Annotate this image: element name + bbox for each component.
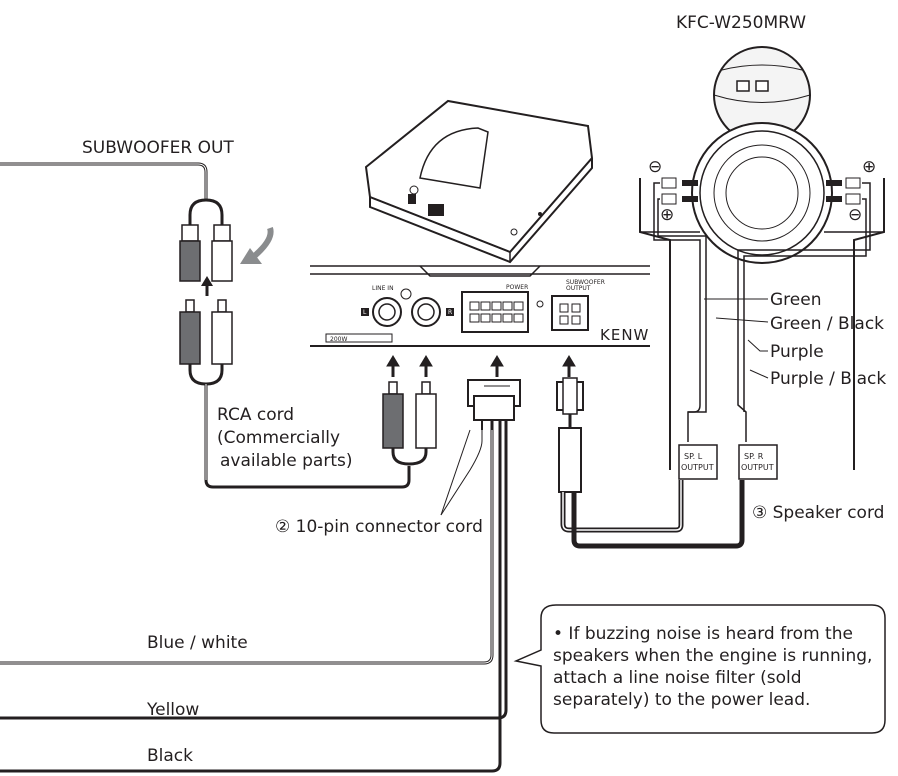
- rca-cord-label-1: RCA cord: [217, 405, 294, 425]
- l-label: L: [363, 309, 367, 316]
- sp-r-label-2: OUTPUT: [741, 463, 774, 472]
- sp-r-box: SP. R OUTPUT: [738, 444, 778, 480]
- speaker-cord-plug: [556, 377, 745, 549]
- note-callout: [513, 604, 886, 734]
- ten-pin-plug: [440, 379, 521, 516]
- wire-purple-label: Purple: [770, 342, 824, 362]
- lead-blue-white-label: Blue / white: [147, 633, 248, 653]
- line-in-label: LINE IN: [372, 285, 394, 292]
- sp-r-label-1: SP. R: [744, 452, 764, 461]
- model-label: KFC-W250MRW: [676, 13, 806, 33]
- lead-wires-inner: [0, 163, 493, 664]
- power-connector: [461, 291, 529, 333]
- sub-output-label-1: SUBWOOFER: [566, 279, 605, 286]
- unit-front-panel: LINE IN L R 200W POWER SUBWOOFER OUTPUT: [310, 265, 650, 347]
- note-text: • If buzzing noise is heard from the spe…: [553, 624, 873, 710]
- rca-plugs-line-in: [382, 381, 437, 466]
- wire-purple-black-label: Purple / Black: [770, 369, 886, 389]
- minus-left-icon: ⊖: [648, 157, 662, 177]
- speaker-cord-label: ③ Speaker cord: [752, 503, 884, 523]
- rca-plugs-bottom: [179, 299, 411, 489]
- sp-l-label-1: SP. L: [684, 452, 703, 461]
- minus-right-icon: ⊖: [848, 205, 862, 225]
- sp-l-label-2: OUTPUT: [681, 463, 714, 472]
- speaker-terminals: ⊖ ⊕ ⊕ ⊖: [648, 157, 876, 225]
- install-arrow: [240, 227, 274, 264]
- amplifier-unit: [364, 99, 594, 264]
- speaker-wires: [653, 182, 871, 442]
- r-label: R: [448, 309, 452, 316]
- connector-cord-label: ② 10-pin connector cord: [275, 517, 483, 537]
- brand-text: KENW: [600, 326, 649, 344]
- rca-cord-label-3: available parts): [220, 451, 353, 471]
- sub-output-label-2: OUTPUT: [566, 285, 591, 292]
- leader-lines: [440, 298, 769, 516]
- rca-plugs-top: [179, 198, 233, 282]
- lead-black-label: Black: [147, 746, 193, 766]
- subwoofer-out-label: SUBWOOFER OUT: [82, 138, 234, 158]
- power-label: POWER: [506, 284, 528, 291]
- speaker-unit: [639, 46, 885, 470]
- plug-arrows: [386, 355, 576, 377]
- wire-green-label: Green: [770, 290, 821, 310]
- lead-yellow-label: Yellow: [146, 700, 199, 720]
- plus-left-icon: ⊕: [660, 205, 674, 225]
- plus-right-icon: ⊕: [862, 157, 876, 177]
- join-arrow-up: [201, 276, 213, 296]
- wire-green-black-label: Green / Black: [770, 314, 884, 334]
- sub-output-connector: [551, 295, 589, 331]
- rca-cord-label-2: (Commercially: [217, 428, 340, 448]
- sp-l-box: SP. L OUTPUT: [678, 444, 718, 480]
- power-badge: 200W: [330, 336, 347, 343]
